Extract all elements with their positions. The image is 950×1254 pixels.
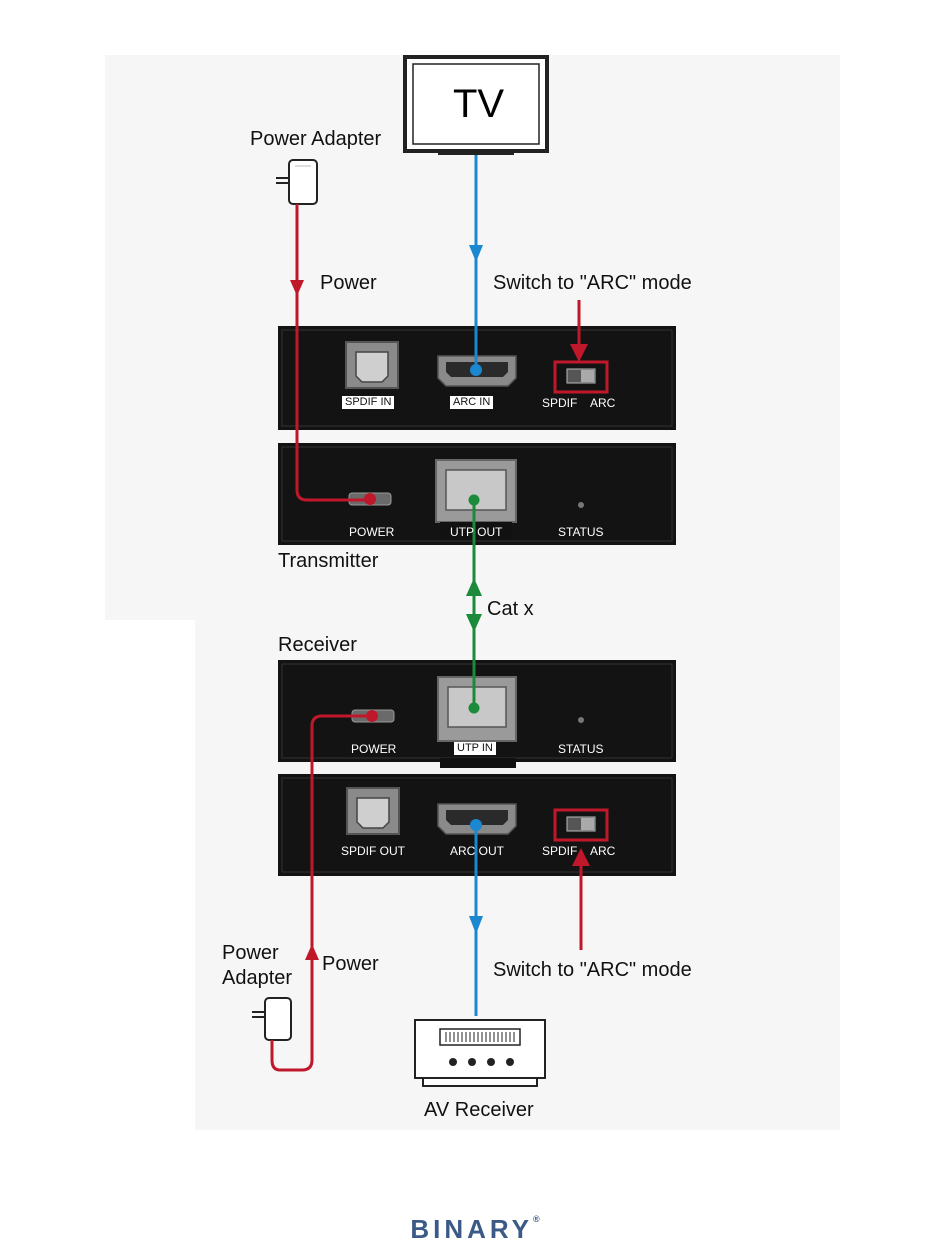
power-port-label-receiver: POWER xyxy=(351,743,396,755)
switch-spdif-label-bottom: SPDIF xyxy=(542,845,577,857)
switch-top-label: Switch to "ARC" mode xyxy=(493,272,692,294)
brand-name: BINARY xyxy=(410,1214,533,1244)
tv-label: TV xyxy=(453,82,504,126)
power-adapter-bottom-label-line2: Adapter xyxy=(222,967,292,989)
power-bottom-label: Power xyxy=(322,953,379,975)
brand-registered-mark: ® xyxy=(533,1214,540,1224)
switch-spdif-label-top: SPDIF xyxy=(542,397,577,409)
power-adapter-bottom-icon xyxy=(252,998,291,1040)
switch-arc-label-bottom: ARC xyxy=(590,845,615,857)
switch-arc-label-top: ARC xyxy=(590,397,615,409)
status-led-receiver xyxy=(578,717,584,723)
spdif-in-label: SPDIF IN xyxy=(342,396,394,409)
av-receiver-icon xyxy=(415,1020,545,1086)
power-port-label-transmitter: POWER xyxy=(349,526,394,538)
utp-in-label: UTP IN xyxy=(454,742,496,755)
utp-out-label: UTP OUT xyxy=(450,526,502,538)
status-label-transmitter: STATUS xyxy=(558,526,604,538)
switch-bottom-label: Switch to "ARC" mode xyxy=(493,959,692,981)
status-led-transmitter xyxy=(578,502,584,508)
status-label-receiver: STATUS xyxy=(558,743,604,755)
av-receiver-label: AV Receiver xyxy=(424,1099,534,1121)
power-top-label: Power xyxy=(320,272,377,294)
cat-x-label: Cat x xyxy=(487,598,534,620)
brand-logo: BINARY® xyxy=(0,1214,950,1245)
power-adapter-top-label: Power Adapter xyxy=(250,128,381,150)
receiver-label: Receiver xyxy=(278,634,357,656)
power-adapter-bottom-label-line1: Power xyxy=(222,942,279,964)
power-adapter-top-icon xyxy=(276,160,317,204)
transmitter-label: Transmitter xyxy=(278,550,378,572)
arc-out-label: ARC OUT xyxy=(450,845,504,857)
switch-arrow-bottom xyxy=(572,848,590,950)
arc-in-label: ARC IN xyxy=(450,396,493,409)
spdif-out-label: SPDIF OUT xyxy=(341,845,405,857)
